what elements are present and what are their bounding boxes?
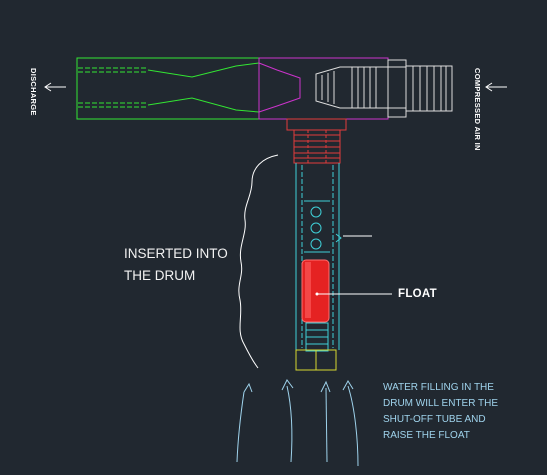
compressed-air-in-label: COMPRESSED AIR IN <box>473 68 482 151</box>
inserted-into-drum-note: INSERTED INTO THE DRUM <box>124 243 228 287</box>
inserted-line-2: THE DRUM <box>124 268 196 283</box>
ejector-body <box>76 57 260 120</box>
water-line-1: WATER FILLING IN THE <box>383 382 494 393</box>
red-coupling <box>286 118 347 164</box>
discharge-arrow <box>44 82 66 92</box>
air-nozzle <box>315 59 453 118</box>
water-inflow <box>236 379 359 467</box>
water-line-2: DRUM WILL ENTER THE <box>383 398 499 409</box>
float <box>301 259 330 323</box>
water-line-4: RAISE THE FLOAT <box>383 430 470 441</box>
discharge-label: DISCHARGE <box>29 68 38 116</box>
inserted-line-1: INSERTED INTO <box>124 246 228 261</box>
air-in-arrow <box>485 82 507 92</box>
drum-brace <box>238 154 279 369</box>
yellow-foot <box>295 349 337 371</box>
float-label: FLOAT <box>398 288 437 300</box>
float-leader <box>315 292 392 296</box>
shutoff-tube <box>295 163 372 352</box>
water-filling-note: WATER FILLING IN THE DRUM WILL ENTER THE… <box>383 380 498 444</box>
water-line-3: SHUT-OFF TUBE AND <box>383 414 486 425</box>
